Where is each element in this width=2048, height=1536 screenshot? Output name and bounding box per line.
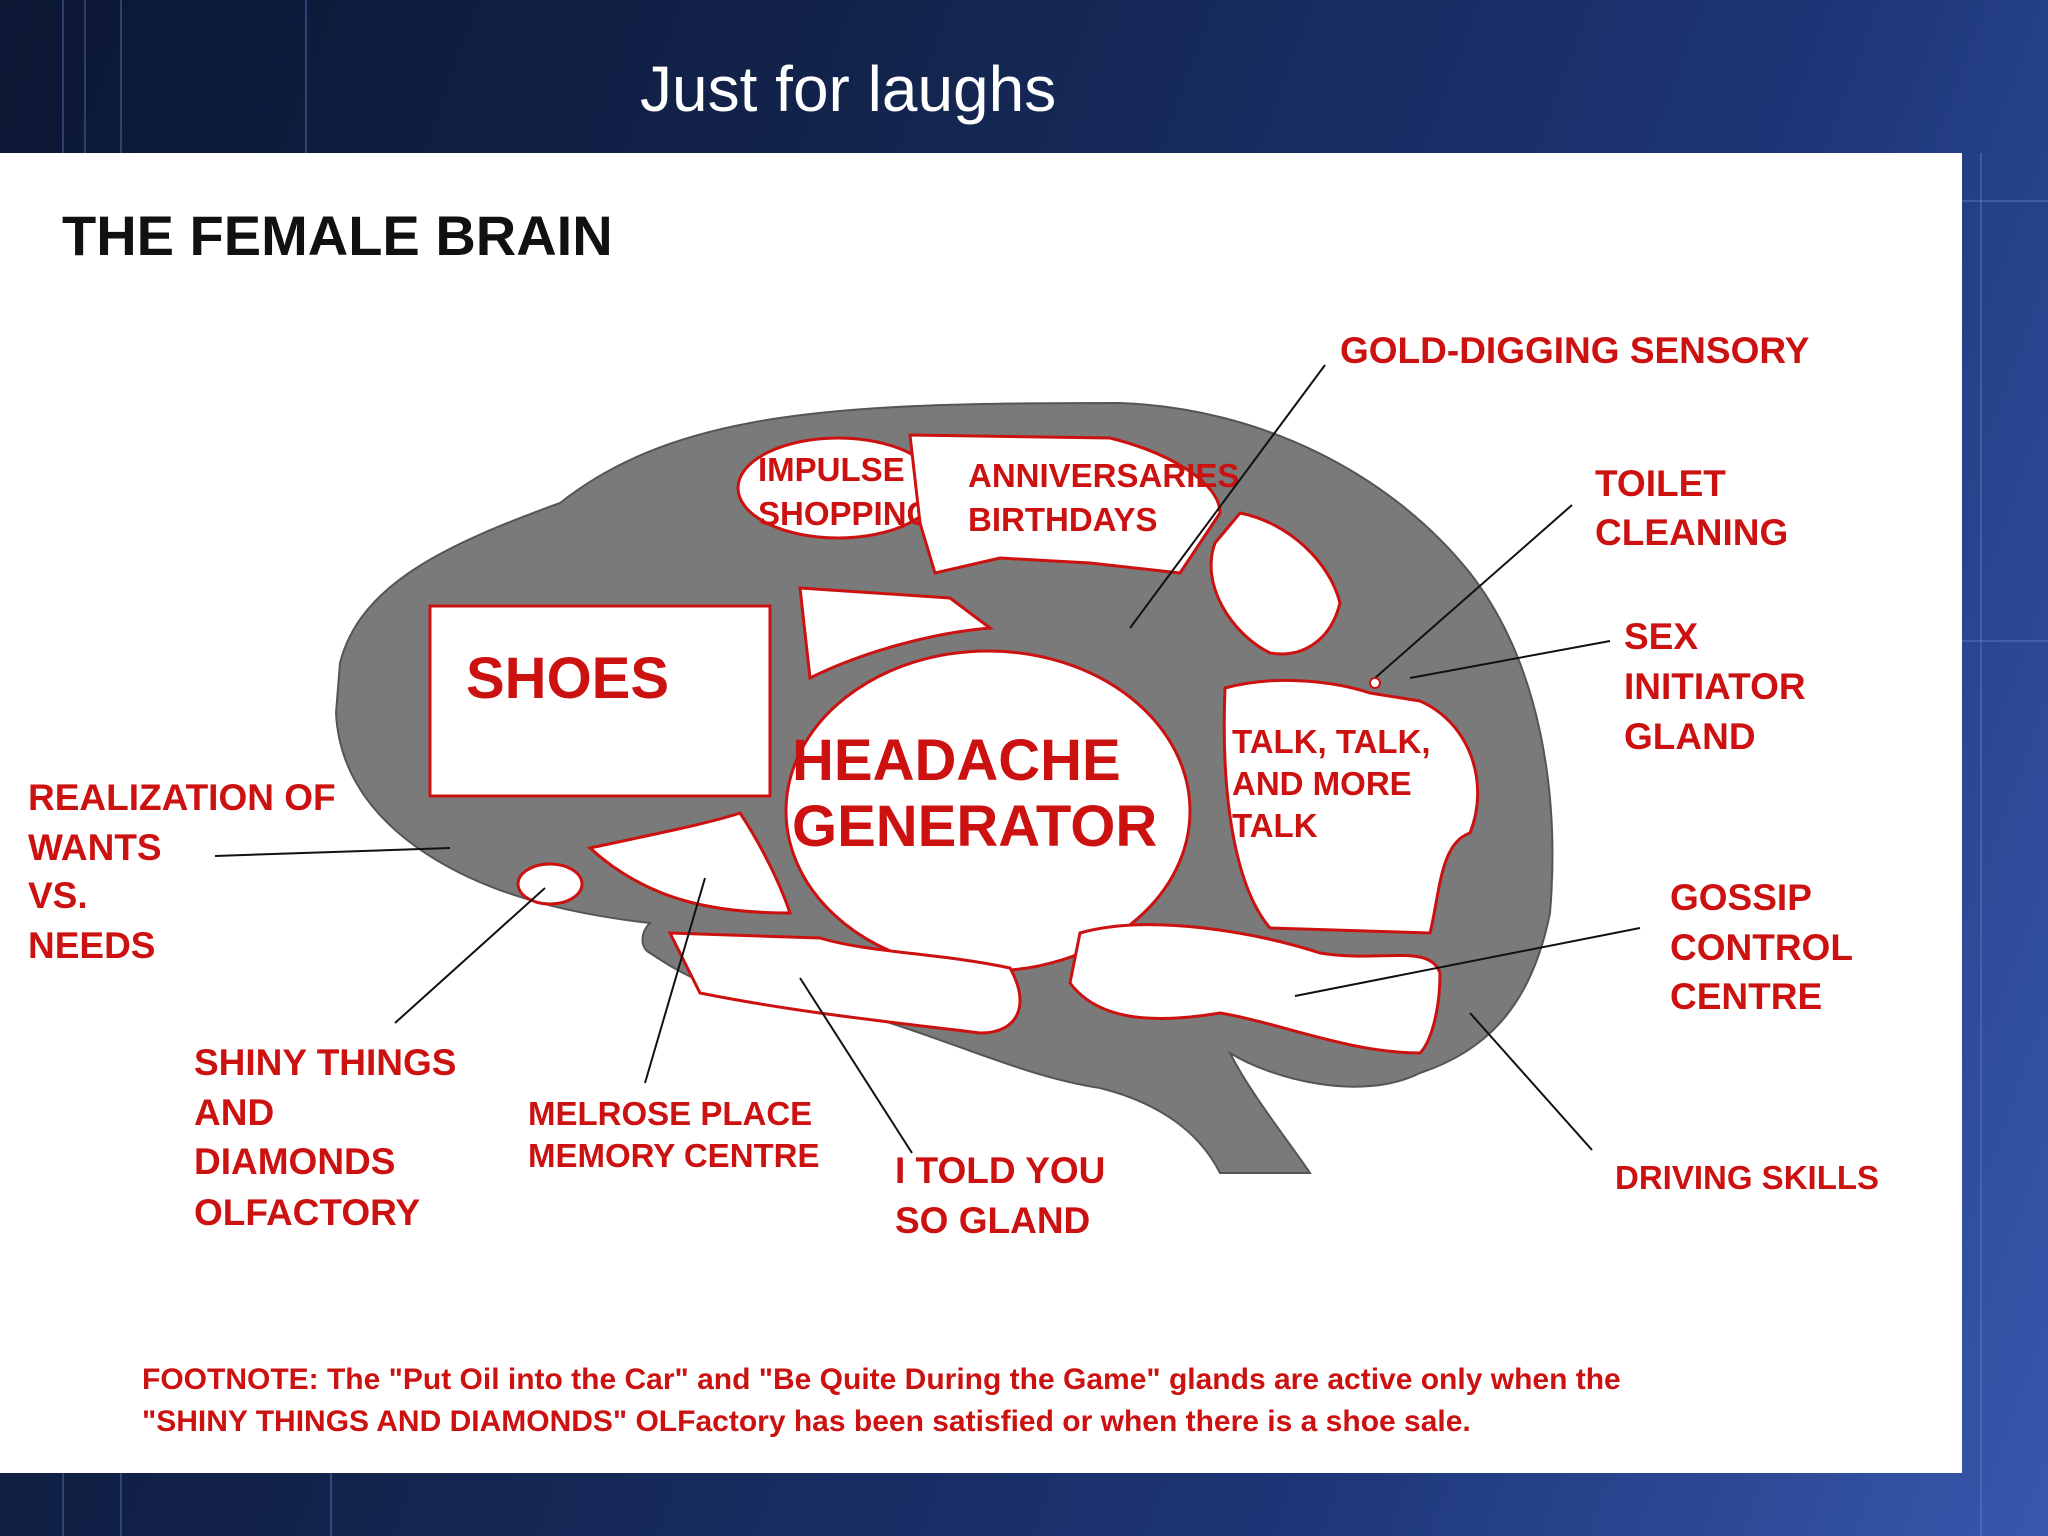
headache-label-2: GENERATOR (792, 794, 1157, 859)
callout-gossip-1: GOSSIP (1670, 877, 1812, 918)
bg-line (62, 1473, 64, 1536)
headache-label-1: HEADACHE (792, 728, 1121, 793)
footnote-line-2: "SHINY THINGS AND DIAMONDS" OLFactory ha… (142, 1405, 1471, 1438)
callout-gossip-3: CENTRE (1670, 976, 1822, 1017)
melrose-region (586, 811, 793, 915)
bg-line (62, 0, 64, 153)
callout-shiny-1: SHINY THINGS (194, 1042, 456, 1083)
bg-line (305, 0, 307, 153)
callout-realization-2: WANTS (28, 827, 162, 868)
callout-driving: DRIVING SKILLS (1615, 1159, 1879, 1196)
female-brain-diagram: THE FEMALE BRAIN SHOES IMPULSE SHOPPING … (28, 204, 1879, 1438)
bg-line (84, 0, 86, 153)
bg-line (120, 1473, 122, 1536)
talk-region (1222, 678, 1480, 935)
talk-label-1: TALK, TALK, (1232, 723, 1431, 760)
impulse-label-2: SHOPPING (758, 495, 932, 532)
callout-realization-1: REALIZATION OF (28, 777, 336, 818)
callout-gossip-2: CONTROL (1670, 927, 1853, 968)
impulse-label-1: IMPULSE (758, 451, 905, 488)
brain-region (1209, 511, 1342, 656)
callout-told-you-1: I TOLD YOU (895, 1150, 1105, 1191)
callout-gold-digging: GOLD-DIGGING SENSORY (1340, 330, 1810, 371)
told-you-region (667, 931, 1022, 1035)
anniversaries-label-2: BIRTHDAYS (968, 501, 1157, 538)
diagram-title: THE FEMALE BRAIN (62, 204, 613, 267)
bg-line (1962, 200, 2048, 202)
callout-sex-3: GLAND (1624, 716, 1756, 757)
callout-melrose-2: MEMORY CENTRE (528, 1137, 820, 1174)
gland-dot (1369, 677, 1381, 689)
shiny-things-region (516, 862, 584, 906)
callout-shiny-4: OLFACTORY (194, 1192, 420, 1233)
talk-label-2: AND MORE (1232, 765, 1412, 802)
shoes-label: SHOES (466, 646, 669, 711)
callout-realization-4: NEEDS (28, 925, 155, 966)
callout-shiny-2: AND (194, 1092, 274, 1133)
callout-realization-3: VS. (28, 875, 88, 916)
slide-title: Just for laughs (640, 53, 1057, 125)
gossip-region (1068, 923, 1442, 1055)
bg-line (1980, 153, 1982, 1536)
talk-label-3: TALK (1232, 807, 1318, 844)
anniversaries-label-1: ANNIVERSARIES (968, 457, 1239, 494)
callout-melrose-1: MELROSE PLACE (528, 1095, 812, 1132)
shoes-region (428, 604, 772, 798)
callout-shiny-3: DIAMONDS (194, 1141, 395, 1182)
diagram-panel: THE FEMALE BRAIN SHOES IMPULSE SHOPPING … (0, 153, 1962, 1473)
callout-sex-1: SEX (1624, 616, 1698, 657)
footnote-line-1: FOOTNOTE: The "Put Oil into the Car" and… (142, 1363, 1621, 1396)
anniversaries-region (908, 433, 1222, 575)
leader-lines (214, 364, 1641, 1154)
bg-line (120, 0, 122, 153)
callout-told-you-2: SO GLAND (895, 1200, 1090, 1241)
callout-toilet-2: CLEANING (1595, 512, 1788, 553)
callout-sex-2: INITIATOR (1624, 666, 1806, 707)
bg-line (330, 1473, 332, 1536)
callout-toilet-1: TOILET (1595, 463, 1726, 504)
bg-line (1962, 640, 2048, 642)
brain-region (798, 586, 995, 681)
